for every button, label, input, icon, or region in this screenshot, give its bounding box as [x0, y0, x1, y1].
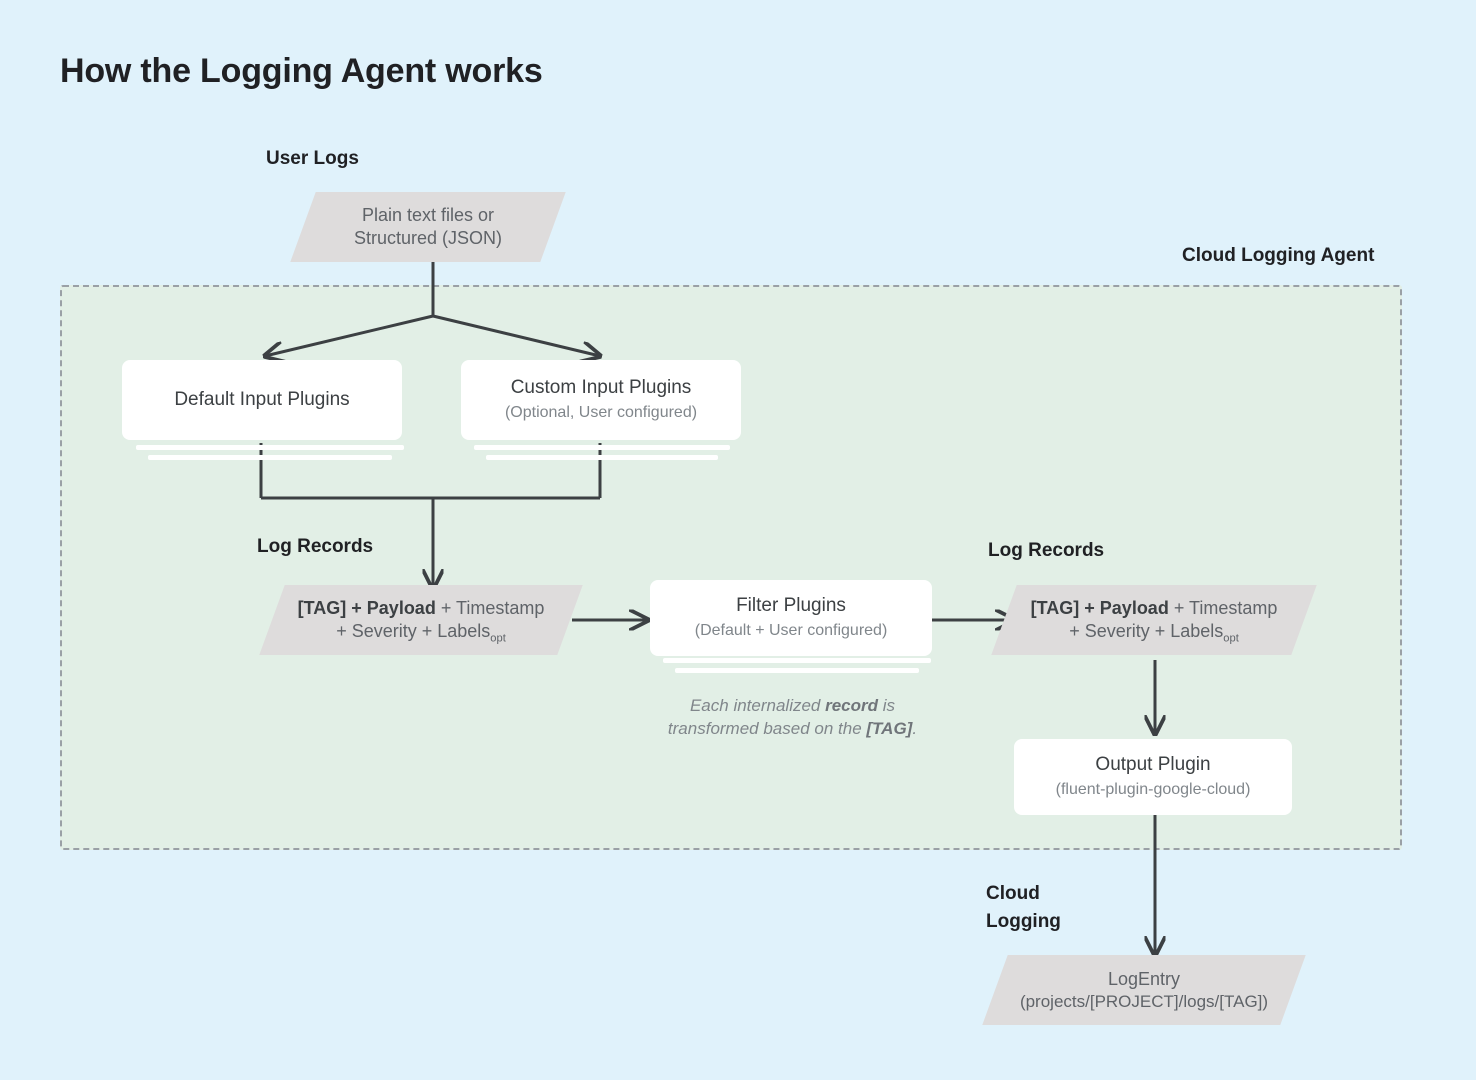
log-entry-line1: LogEntry	[1107, 968, 1181, 989]
custom-input-plugins-title: Custom Input Plugins	[510, 377, 692, 399]
log-records-out-line1: [TAG] + Payload + Timestamp	[1031, 597, 1278, 620]
filter-plugins-stack-bar-2	[675, 668, 919, 673]
log-records-out-line1-bold: [TAG] + Payload	[1030, 597, 1169, 618]
log-records-out-line2: + Severity + Labelsopt	[1069, 620, 1239, 645]
output-plugin-card[interactable]: Output Plugin (fluent-plugin-google-clou…	[1014, 739, 1292, 815]
caption-line2-pre: transformed based on the	[667, 719, 867, 739]
cloud-logging-label-line2: Logging	[986, 910, 1061, 932]
log-records-out-text: [TAG] + Payload + Timestamp + Severity +…	[1004, 585, 1304, 655]
log-records-out-line1-rest: + Timestamp	[1168, 597, 1278, 618]
default-input-plugins-title: Default Input Plugins	[174, 388, 350, 410]
cloud-logging-label-line1: Cloud	[986, 883, 1040, 904]
user-logs-source-line1: Plain text files or	[361, 204, 495, 225]
caption-line2-bold: [TAG]	[866, 719, 913, 739]
log-records-in-line1-rest: + Timestamp	[435, 597, 545, 618]
default-input-plugins-card[interactable]: Default Input Plugins	[122, 360, 402, 440]
cloud-logging-label: Cloud Logging	[986, 880, 1061, 935]
cloud-logging-agent-label: Cloud Logging Agent	[1182, 245, 1375, 266]
filter-plugins-stack-bar-1	[663, 658, 931, 663]
log-entry-text: LogEntry (projects/[PROJECT]/logs/[TAG])	[995, 955, 1293, 1025]
caption-line1-pre: Each internalized	[689, 696, 826, 715]
caption-line1: Each internalized record is	[690, 696, 895, 715]
output-plugin-subtitle: (fluent-plugin-google-cloud)	[1055, 780, 1251, 798]
custom-input-plugins-subtitle: (Optional, User configured)	[504, 403, 698, 421]
log-records-left-label: Log Records	[257, 536, 374, 557]
log-records-in-line1-bold: [TAG] + Payload	[297, 597, 436, 618]
log-records-out-line2-subscript: opt	[1223, 632, 1239, 645]
page-title: How the Logging Agent works	[60, 52, 543, 90]
log-records-in-line2-text: + Severity + Labels	[336, 621, 491, 641]
filter-plugins-title: Filter Plugins	[736, 595, 846, 617]
user-logs-source-text: Plain text files or Structured (JSON)	[303, 192, 553, 262]
log-entry-line2: (projects/[PROJECT]/logs/[TAG])	[1019, 991, 1269, 1011]
log-records-right-label: Log Records	[988, 540, 1105, 561]
default-input-plugins-stack-bar-2	[148, 455, 392, 460]
log-records-in-line2-subscript: opt	[490, 632, 506, 645]
filter-plugins-card[interactable]: Filter Plugins (Default + User configure…	[650, 580, 932, 656]
custom-input-plugins-card[interactable]: Custom Input Plugins (Optional, User con…	[461, 360, 741, 440]
custom-input-plugins-stack-bar-2	[486, 455, 718, 460]
default-input-plugins-stack-bar-1	[136, 445, 404, 450]
log-records-in-line1: [TAG] + Payload + Timestamp	[298, 597, 545, 620]
custom-input-plugins-stack-bar-1	[474, 445, 730, 450]
log-records-out-line2-text: + Severity + Labels	[1069, 621, 1224, 641]
user-logs-label: User Logs	[266, 148, 359, 169]
caption-line2: transformed based on the [TAG].	[668, 719, 917, 738]
user-logs-source-line2: Structured (JSON)	[353, 228, 503, 248]
output-plugin-title: Output Plugin	[1095, 754, 1211, 776]
caption-line1-bold: record	[825, 696, 879, 715]
filter-plugins-subtitle: (Default + User configured)	[694, 621, 888, 639]
log-records-in-line2: + Severity + Labelsopt	[336, 620, 506, 645]
log-records-in-text: [TAG] + Payload + Timestamp + Severity +…	[272, 585, 570, 655]
transform-caption: Each internalized record is transformed …	[620, 694, 965, 741]
caption-line1-post: is	[878, 696, 896, 715]
caption-line2-post: .	[912, 719, 918, 739]
